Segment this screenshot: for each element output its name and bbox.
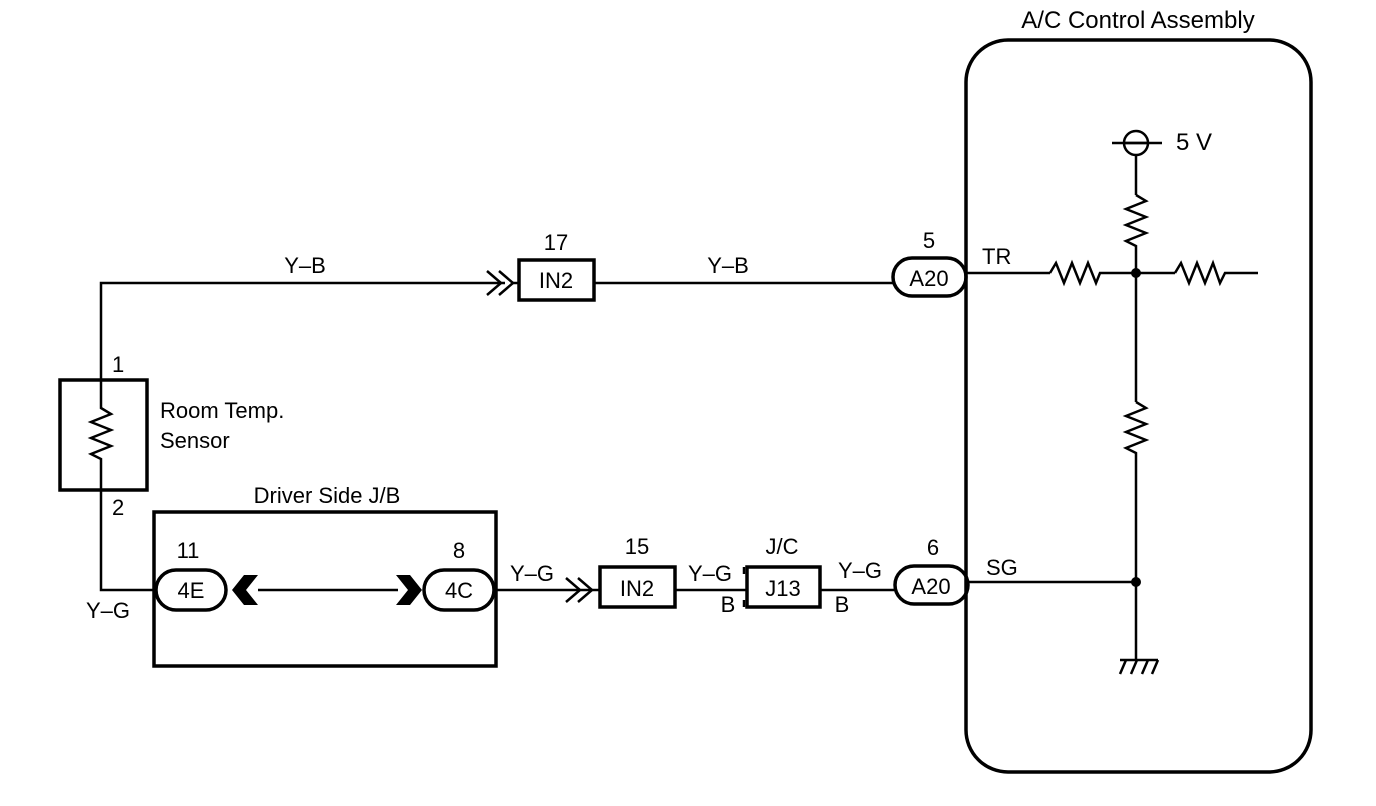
connector-in2-top: [517, 258, 596, 302]
top-wire-color-right: Y–B: [707, 253, 749, 278]
jb-out-wire-color: Y–G: [510, 561, 554, 586]
right-wire-color-top: Y–G: [838, 558, 882, 583]
sensor-resistor: [87, 380, 115, 490]
resistor-right: [1173, 259, 1258, 287]
connector-4e-pin: 11: [177, 538, 200, 563]
sensor-wire-color: Y–G: [86, 598, 130, 623]
sensor-label-line2: Sensor: [160, 428, 230, 453]
connector-a20-bottom: [893, 564, 970, 606]
supply-label: 5 V: [1176, 129, 1212, 156]
connector-4c-label: 4C: [445, 578, 473, 603]
sensor-pin1: 1: [112, 352, 124, 377]
connector-in2-bottom-label: IN2: [620, 576, 654, 601]
sensor-label-line1: Room Temp.: [160, 398, 284, 423]
right-wire-color-bottom: B: [835, 592, 850, 617]
resistor-lower: [1122, 400, 1150, 582]
jb-title: Driver Side J/B: [254, 483, 401, 508]
assembly-title: A/C Control Assembly: [1021, 7, 1254, 34]
assembly-box: [964, 38, 1313, 774]
ground-icon: [1118, 582, 1160, 675]
jb-connector-arrow-right: [396, 575, 422, 605]
mid-wire-color-top: Y–G: [688, 561, 732, 586]
jc-title: J/C: [766, 534, 799, 559]
connector-j13-label: J13: [765, 576, 800, 601]
arrow-connector-bottom: [565, 577, 582, 603]
sg-label: SG: [986, 555, 1018, 580]
connector-a20-bottom-label: A20: [911, 574, 950, 599]
supply-symbol: [1112, 129, 1162, 195]
connector-in2-bottom: [598, 565, 677, 609]
connector-in2-bottom-pin: 15: [625, 534, 649, 559]
connector-a20-bottom-pin: 6: [927, 535, 939, 560]
connector-a20-top: [891, 256, 968, 298]
sensor-pin2: 2: [112, 495, 124, 520]
jb-connector-arrow-left: [232, 575, 258, 605]
connector-j13: [745, 565, 822, 609]
connector-4e: [154, 568, 228, 612]
connector-a20-top-label: A20: [909, 266, 948, 291]
resistor-upper: [1122, 193, 1150, 273]
arrow-connector-top: [486, 270, 503, 296]
mid-wire-color-bottom: B: [721, 592, 736, 617]
connector-a20-top-pin: 5: [923, 228, 935, 253]
connector-in2-top-pin: 17: [544, 230, 568, 255]
resistor-tr: [1048, 259, 1136, 287]
connector-4c-pin: 8: [453, 538, 465, 563]
connector-in2-top-label: IN2: [539, 268, 573, 293]
tr-label: TR: [982, 244, 1011, 269]
connector-4e-label: 4E: [178, 578, 205, 603]
top-wire-color-left: Y–B: [284, 253, 326, 278]
sensor-box: [58, 378, 149, 492]
